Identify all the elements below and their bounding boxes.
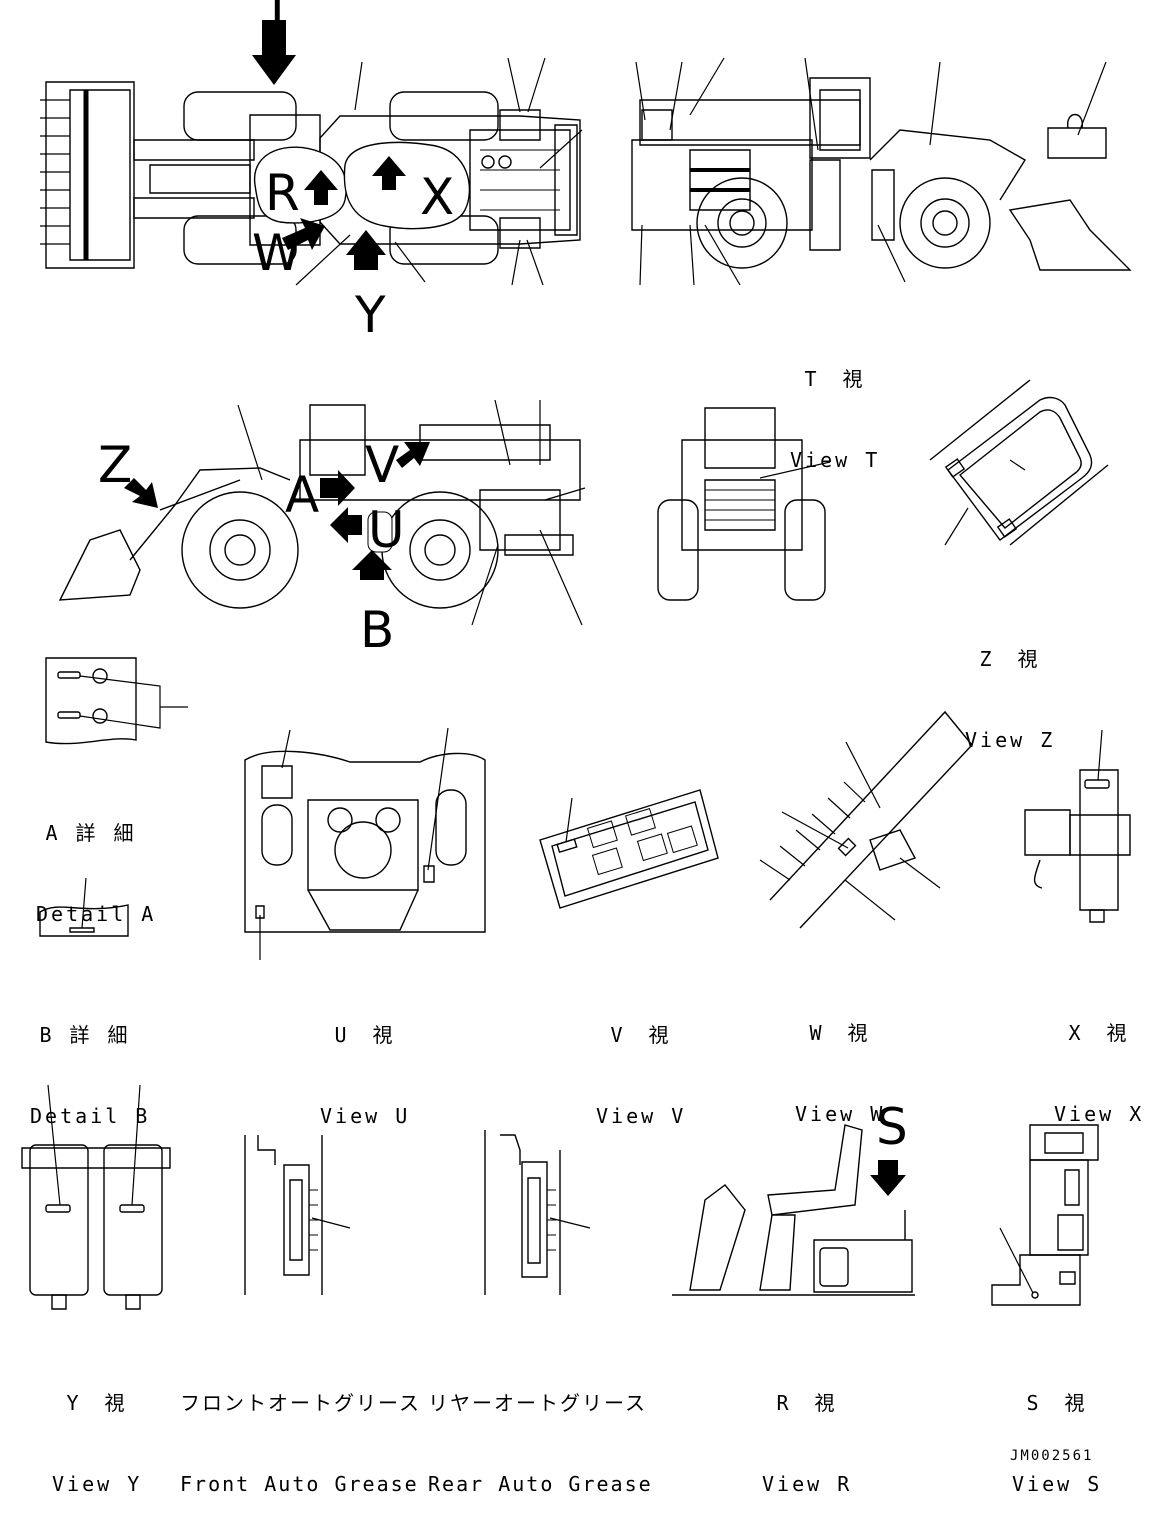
- rear-view-drawing: [658, 408, 830, 600]
- caption-view-t-en: View T: [790, 448, 881, 472]
- caption-view-t: T 視 View T: [790, 312, 880, 501]
- caption-view-y-en: View Y: [52, 1472, 143, 1496]
- caption-detail-a-en: Detail A: [36, 902, 157, 926]
- caption-view-r-en: View R: [762, 1472, 853, 1496]
- caption-view-s: S 視 View S: [1012, 1336, 1102, 1525]
- parts-diagram: [0, 20, 1149, 1492]
- arrow-v: [396, 442, 430, 468]
- view-letter-w: W: [252, 224, 302, 282]
- view-w-drawing: [760, 712, 972, 928]
- caption-detail-b-en: Detail B: [30, 1104, 151, 1128]
- caption-view-u-en: View U: [320, 1104, 411, 1128]
- caption-detail-b: B 詳 細 Detail B: [30, 968, 151, 1157]
- detail-b-drawing: [40, 878, 128, 936]
- caption-view-t-jp: T 視: [804, 367, 866, 391]
- view-letter-x: X: [420, 168, 455, 226]
- arrow-b: [352, 550, 392, 580]
- caption-view-z-jp: Z 視: [979, 647, 1041, 671]
- view-r-drawing: [672, 1125, 915, 1295]
- view-letter-u: U: [368, 501, 405, 559]
- drawing-code: JM002561: [1010, 1448, 1094, 1464]
- caption-detail-a: A 詳 細 Detail A: [36, 766, 157, 955]
- caption-view-x: X 視 View X: [1054, 966, 1144, 1155]
- caption-view-v-en: View V: [596, 1104, 687, 1128]
- view-letter-r: R: [265, 164, 300, 222]
- caption-front-grease-jp: フロントオートグリース: [180, 1391, 421, 1415]
- view-letter-b: B: [360, 601, 395, 659]
- arrow-a: [320, 470, 355, 506]
- caption-view-x-en: View X: [1054, 1102, 1145, 1126]
- caption-view-r: R 視 View R: [762, 1336, 852, 1525]
- caption-view-u: U 視 View U: [320, 968, 410, 1157]
- view-letter-t: T: [262, 0, 293, 42]
- caption-view-w: W 視 View W: [795, 966, 885, 1155]
- view-letter-s: S: [876, 1098, 908, 1156]
- caption-view-v-jp: V 視: [610, 1023, 672, 1047]
- caption-detail-b-jp: B 詳 細: [39, 1023, 131, 1047]
- caption-rear-grease-en: Rear Auto Grease: [428, 1472, 653, 1496]
- arrow-x-up: [372, 156, 406, 190]
- caption-view-v: V 視 View V: [596, 968, 686, 1157]
- view-letter-y: Y: [355, 286, 386, 344]
- caption-detail-a-jp: A 詳 細: [45, 821, 137, 845]
- view-z-drawing: [930, 380, 1108, 545]
- top-plan-view: [40, 58, 582, 285]
- caption-view-r-jp: R 視: [776, 1391, 838, 1415]
- view-v-drawing: [540, 790, 718, 908]
- arrow-s: [870, 1160, 906, 1196]
- caption-view-w-jp: W 視: [809, 1021, 871, 1045]
- caption-view-w-en: View W: [795, 1102, 886, 1126]
- arrow-z: [124, 478, 158, 508]
- view-t-drawing: [632, 58, 1130, 285]
- view-letter-a: A: [285, 466, 320, 524]
- arrow-w: [282, 218, 325, 250]
- caption-view-y: Y 視 View Y: [52, 1336, 142, 1525]
- caption-view-s-en: View S: [1012, 1472, 1103, 1496]
- caption-front-grease: フロントオートグリース Front Auto Grease: [180, 1336, 421, 1525]
- caption-front-grease-en: Front Auto Grease: [180, 1472, 419, 1496]
- caption-view-y-jp: Y 視: [66, 1391, 128, 1415]
- caption-view-u-jp: U 視: [334, 1023, 396, 1047]
- view-y-drawing: [22, 1085, 170, 1309]
- view-letter-z: Z: [98, 436, 133, 494]
- caption-rear-grease-jp: リヤーオートグリース: [428, 1391, 647, 1415]
- caption-view-z-en: View Z: [965, 728, 1056, 752]
- view-s-drawing: [992, 1125, 1098, 1305]
- view-u-drawing: [245, 728, 485, 960]
- detail-a-drawing: [46, 658, 188, 744]
- arrow-y: [346, 230, 386, 270]
- rear-grease-drawing: [485, 1130, 590, 1295]
- caption-view-x-jp: X 視: [1068, 1021, 1130, 1045]
- view-x-drawing: [1025, 730, 1130, 922]
- caption-view-z: Z 視 View Z: [965, 592, 1055, 781]
- caption-view-s-jp: S 視: [1026, 1391, 1088, 1415]
- arrow-u-left: [330, 507, 362, 543]
- arrow-r-up: [304, 170, 338, 205]
- arrow-t: [252, 20, 296, 85]
- side-view-drawing: [60, 400, 585, 625]
- front-grease-drawing: [245, 1135, 350, 1295]
- view-letter-v: V: [365, 436, 400, 494]
- caption-rear-grease: リヤーオートグリース Rear Auto Grease: [428, 1336, 653, 1525]
